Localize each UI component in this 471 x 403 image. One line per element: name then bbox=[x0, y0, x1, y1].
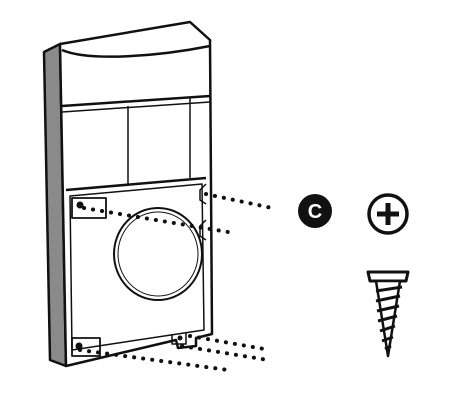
screw-head bbox=[366, 270, 410, 283]
device-plate-top-edge bbox=[65, 176, 207, 192]
device-plate-inner bbox=[69, 183, 205, 351]
screw-threads bbox=[375, 285, 403, 351]
device-outline bbox=[58, 20, 214, 368]
leader-lower-screw-a bbox=[78, 348, 230, 372]
leader-upper-screw bbox=[82, 206, 230, 234]
bottom-tab-hole bbox=[177, 335, 183, 341]
step-marker-c: C bbox=[298, 194, 332, 228]
device-band-inner bbox=[61, 101, 211, 113]
leader-lower-screw-b bbox=[180, 344, 270, 362]
screw-icon bbox=[366, 270, 410, 358]
phillips-head-icon bbox=[367, 193, 409, 235]
screw-slot-upper bbox=[71, 197, 107, 219]
screw-hole-upper bbox=[76, 201, 84, 209]
leader-upper-right bbox=[204, 192, 274, 210]
device-top-cap bbox=[61, 44, 211, 58]
device-backplate bbox=[42, 20, 214, 368]
screw-hole-lower bbox=[75, 342, 83, 350]
leader-lower-right bbox=[188, 334, 272, 352]
device-bottom-tab bbox=[171, 332, 187, 345]
leader-lines bbox=[78, 192, 274, 372]
device-circular-opening-inner bbox=[117, 211, 199, 297]
step-marker-badge bbox=[298, 194, 332, 228]
device-band-top bbox=[61, 94, 211, 108]
device-right-notch-top bbox=[199, 183, 207, 205]
screw-slot-lower bbox=[71, 337, 101, 357]
device-right-notch-mid bbox=[199, 219, 207, 241]
device-circular-opening bbox=[113, 207, 203, 301]
step-marker-label: C bbox=[308, 201, 322, 223]
